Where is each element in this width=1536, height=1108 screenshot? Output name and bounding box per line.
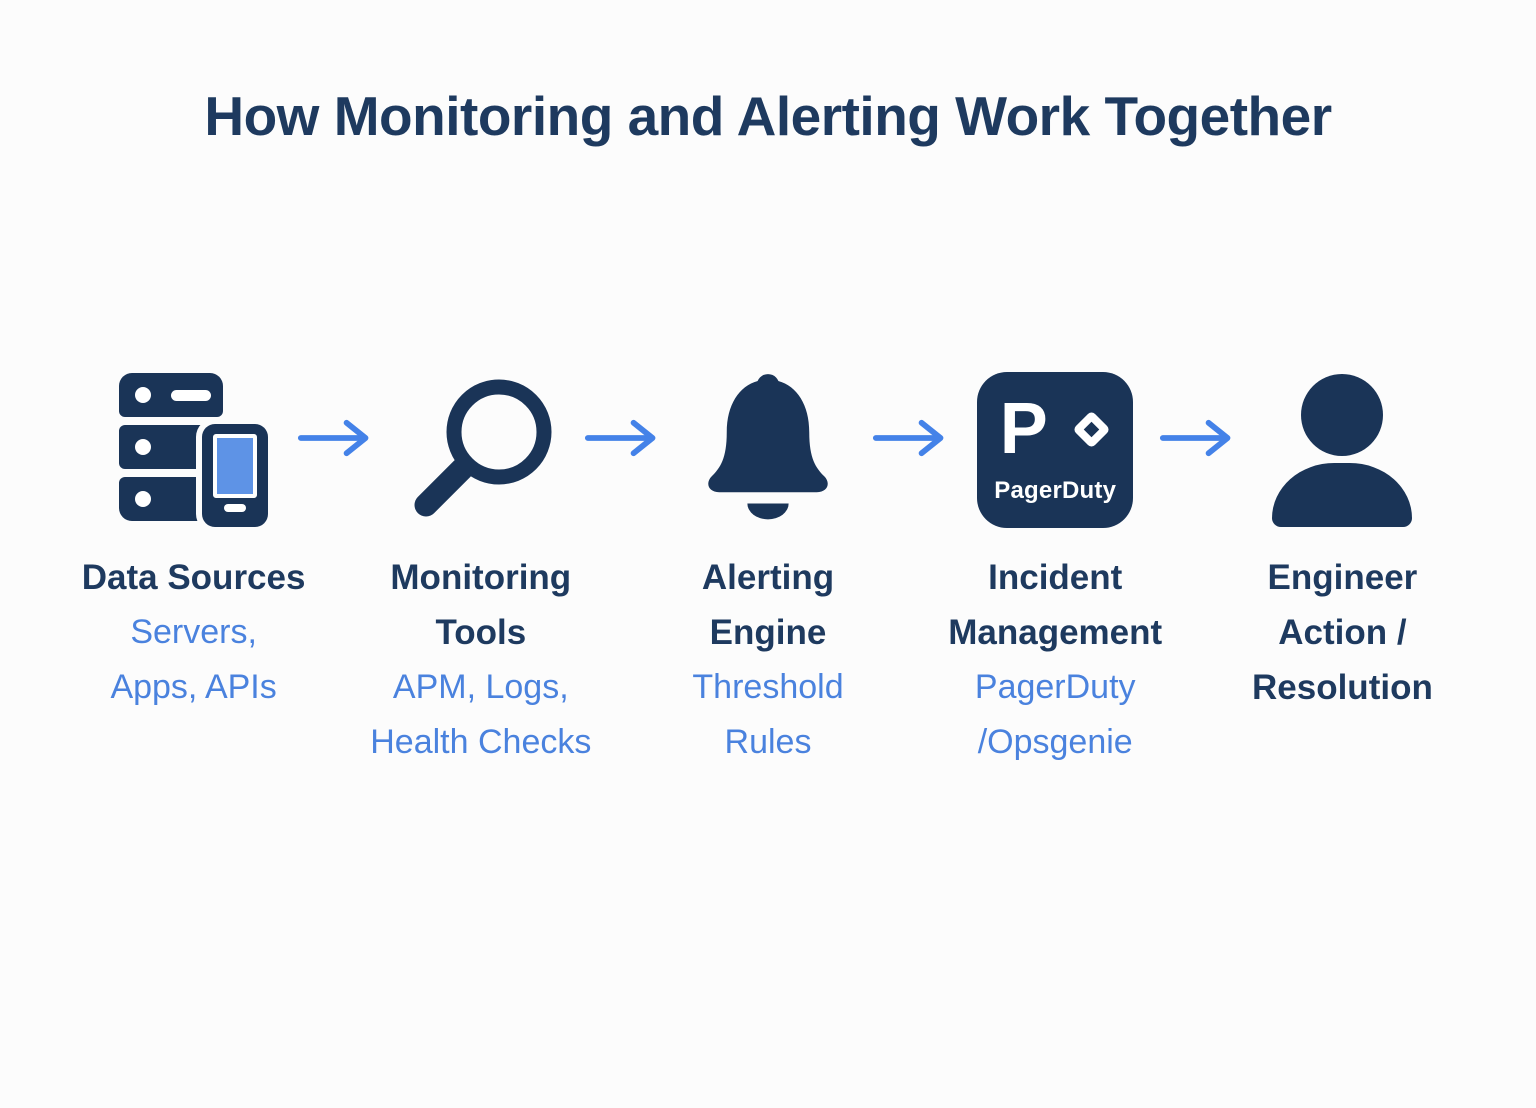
flow-row: Data Sources Servers, Apps, APIs — [0, 360, 1536, 770]
stage-title-line: Engine — [709, 613, 827, 652]
bell-icon — [693, 360, 843, 540]
bell-icon — [708, 374, 828, 520]
diagram-title: How Monitoring and Alerting Work Togethe… — [204, 85, 1332, 147]
server-slot — [170, 389, 211, 401]
server-led-dot — [134, 490, 151, 507]
stage-monitoring-tools: Monitoring Tools APM, Logs, Health Check… — [370, 360, 591, 770]
stage-title-line: Engineer — [1267, 558, 1418, 597]
stage-alerting-engine: Alerting Engine Threshold Rules — [664, 360, 871, 770]
stage-labels: Data Sources Servers, Apps, APIs — [82, 550, 306, 715]
stage-labels: Incident Management PagerDuty /Opsgenie — [948, 550, 1162, 770]
stage-data-sources: Data Sources Servers, Apps, APIs — [82, 360, 305, 715]
server-stack-icon — [118, 372, 269, 528]
stage-title-line: Incident — [988, 558, 1123, 597]
stage-subtitle-line: /Opsgenie — [977, 723, 1133, 761]
phone-screen — [212, 433, 257, 498]
person-body — [1272, 462, 1413, 527]
stage-engineer-action: Engineer Action / Resolution — [1239, 360, 1446, 715]
flow-arrow — [1159, 360, 1239, 540]
pagerduty-diamond-icon — [1072, 409, 1111, 449]
stage-labels: Monitoring Tools APM, Logs, Health Check… — [370, 550, 591, 770]
stage-incident-management: P PagerDuty Incident Management PagerDut… — [948, 360, 1162, 770]
stage-title-line: Monitoring — [390, 558, 572, 597]
stage-title-line: Action / — [1278, 613, 1407, 652]
stage-title-line: Data Sources — [81, 558, 306, 597]
flow-arrow — [297, 360, 377, 540]
stage-title-line: Tools — [435, 613, 527, 652]
server-drawer — [118, 372, 223, 417]
pagerduty-logo: P PagerDuty — [977, 360, 1134, 540]
stage-subtitle-line: Apps, APIs — [110, 668, 277, 706]
stage-subtitle-line: Health Checks — [370, 723, 592, 761]
pagerduty-p-letter: P — [999, 389, 1048, 469]
server-led-dot — [134, 438, 151, 455]
phone-home-button — [223, 503, 246, 512]
stage-labels: Engineer Action / Resolution — [1252, 550, 1433, 715]
arrow-right-icon — [872, 419, 944, 457]
magnifier-icon — [406, 360, 556, 540]
arrow-right-icon — [1159, 419, 1231, 457]
stage-labels: Alerting Engine Threshold Rules — [692, 550, 843, 770]
arrow-right-icon — [298, 419, 369, 457]
diagram-canvas: How Monitoring and Alerting Work Togethe… — [0, 84, 1536, 1108]
pagerduty-logo-top: P — [999, 389, 1111, 469]
stage-title-line: Management — [948, 613, 1163, 652]
stage-subtitle-line: Servers, — [130, 613, 257, 651]
pagerduty-tile: P PagerDuty — [977, 372, 1134, 528]
flow-arrow — [584, 360, 664, 540]
flow-arrow — [872, 360, 952, 540]
search-icon — [414, 379, 552, 517]
server-led-dot — [134, 386, 151, 403]
stage-subtitle-line: Threshold — [692, 668, 844, 706]
stage-title-line: Resolution — [1252, 668, 1433, 707]
pagerduty-wordmark: PagerDuty — [994, 477, 1117, 504]
stage-subtitle-line: PagerDuty — [974, 668, 1136, 706]
arrow-right-icon — [585, 419, 656, 457]
server-phone-icon — [118, 360, 269, 540]
person-head — [1301, 373, 1384, 456]
stage-title-line: Alerting — [701, 558, 835, 597]
smartphone-icon — [201, 423, 268, 527]
person-icon — [1272, 373, 1413, 527]
person-icon — [1272, 360, 1413, 540]
stage-subtitle-line: Rules — [724, 723, 812, 761]
stage-subtitle-line: APM, Logs, — [392, 668, 569, 706]
